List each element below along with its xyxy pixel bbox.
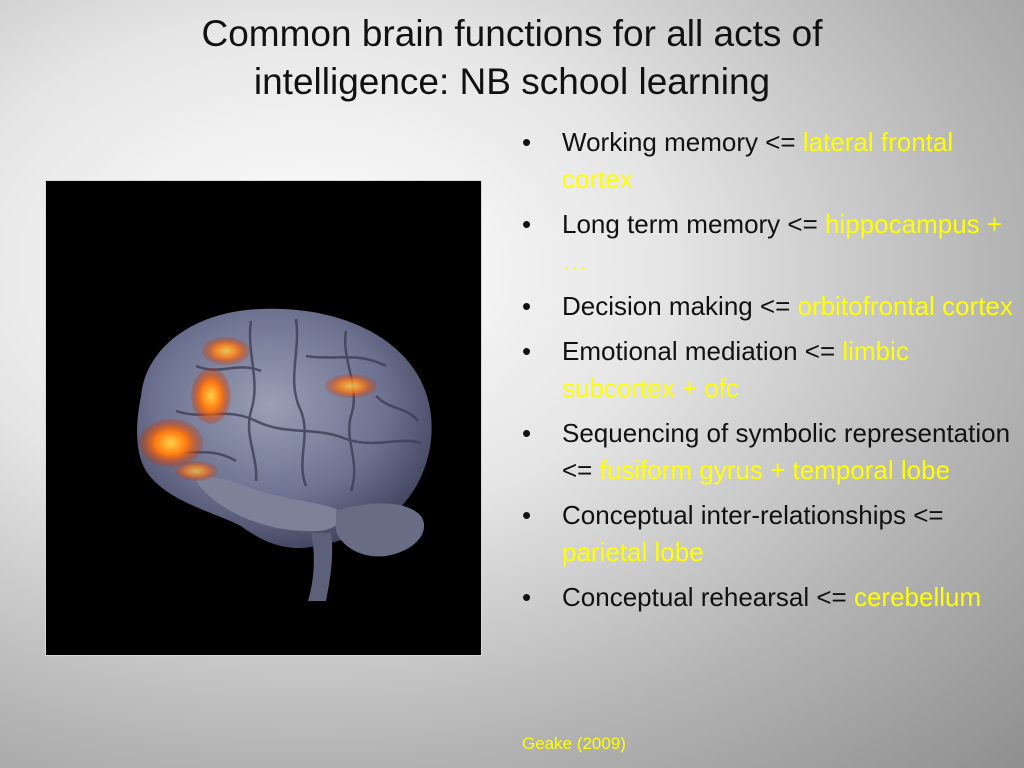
slide-title: Common brain functions for all acts of i… bbox=[80, 10, 944, 106]
brain-scan-image bbox=[45, 180, 482, 656]
citation: Geake (2009) bbox=[522, 734, 626, 753]
bullet-item: • Conceptual inter-relationships <= parie… bbox=[520, 497, 1020, 571]
bullet-highlight: parietal lobe bbox=[562, 537, 704, 567]
bullet-list: • Working memory <= lateral frontal corte… bbox=[520, 124, 1020, 624]
sulci-lines bbox=[165, 318, 422, 492]
activation-areas bbox=[139, 337, 377, 481]
bullet-highlight: orbitofrontal cortex bbox=[797, 291, 1013, 321]
bullet-highlight: hippocampus + … bbox=[562, 209, 1003, 276]
bullet-dot: • bbox=[522, 291, 532, 321]
cerebellum-shape bbox=[336, 503, 425, 557]
bullet-item: • Conceptual rehearsal <= cerebellum bbox=[520, 579, 1020, 616]
bullet-item: • Sequencing of symbolic representation <… bbox=[520, 415, 1020, 489]
title-line-2: intelligence: NB school learning bbox=[253, 61, 771, 102]
bullet-text: Decision making <= bbox=[562, 291, 798, 321]
bullet-dot: • bbox=[522, 127, 532, 157]
bullet-highlight: cerebellum bbox=[853, 582, 982, 612]
bullet-text: Sequencing of symbolic representation <= bbox=[562, 418, 1011, 485]
bullet-item: • Long term memory <= hippocampus + … bbox=[520, 206, 1020, 280]
bullet-dot: • bbox=[522, 418, 532, 448]
bullet-text: Long term memory <= bbox=[562, 209, 825, 239]
bullet-item: • Decision making <= orbitofrontal cortex bbox=[520, 288, 1020, 325]
bullet-text: Emotional mediation <= bbox=[562, 336, 843, 366]
bullet-highlight: limbic subcortex + ofc bbox=[562, 336, 909, 403]
title-line-1: Common brain functions for all acts of bbox=[201, 13, 823, 54]
brainstem-shape bbox=[308, 533, 333, 601]
bullet-text: Working memory <= bbox=[562, 127, 803, 157]
bullet-text: Conceptual inter-relationships <= bbox=[562, 500, 944, 530]
bullet-dot: • bbox=[522, 336, 532, 366]
bullet-dot: • bbox=[522, 582, 532, 612]
bullet-item: • Working memory <= lateral frontal corte… bbox=[520, 124, 1020, 198]
bullet-item: • Emotional mediation <= limbic subcortex… bbox=[520, 333, 1020, 407]
bullet-dot: • bbox=[522, 500, 532, 530]
brain-illustration bbox=[137, 308, 432, 601]
bullet-text: Conceptual rehearsal <= bbox=[562, 582, 854, 612]
bullet-dot: • bbox=[522, 209, 532, 239]
bullet-highlight: lateral frontal cortex bbox=[562, 127, 954, 194]
bullet-highlight: fusiform gyrus + temporal lobe bbox=[599, 455, 951, 485]
temporal-lobe-shape bbox=[196, 477, 340, 532]
